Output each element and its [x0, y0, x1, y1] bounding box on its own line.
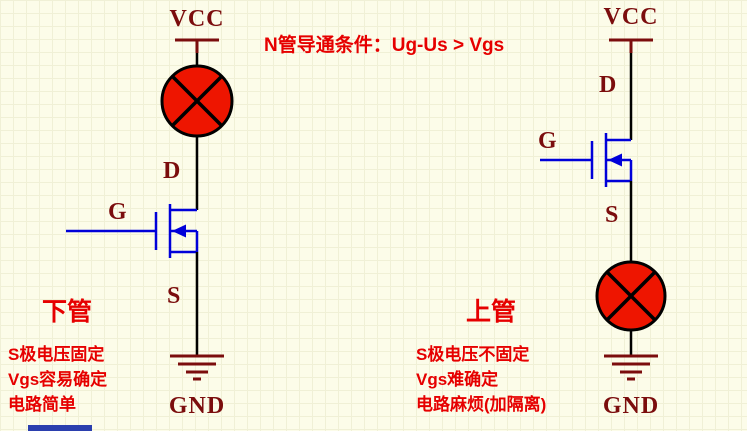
right-nmos-symbol-icon: [540, 133, 633, 187]
left-source-label: S: [167, 283, 181, 309]
left-drain-label: D: [163, 158, 181, 184]
left-note-2: Vgs容易确定: [8, 370, 108, 389]
left-vcc-label: VCC: [169, 6, 225, 32]
left-note-3: 电路简单: [8, 395, 76, 414]
left-gnd-symbol-icon: [170, 354, 224, 381]
conduction-condition-note: N管导通条件：Ug-Us > Vgs: [264, 35, 505, 56]
left-gnd-label: GND: [168, 393, 226, 419]
window-edge-fragment: [28, 425, 92, 431]
right-gnd-label: GND: [602, 393, 660, 419]
right-gnd-symbol-icon: [604, 354, 658, 381]
right-lamp-icon: [595, 260, 667, 332]
left-gate-label: G: [108, 199, 127, 225]
left-note-1: S极电压固定: [8, 345, 105, 364]
right-note-1: S极电压不固定: [416, 345, 530, 364]
right-drain-label: D: [599, 72, 617, 98]
right-note-2: Vgs难确定: [416, 370, 499, 389]
right-vcc-label: VCC: [603, 4, 659, 30]
right-vcc-power-port-icon: [609, 38, 653, 53]
left-lamp-icon: [160, 64, 234, 138]
right-circuit-title: 上管: [466, 298, 517, 326]
left-nmos-symbol-icon: [66, 204, 199, 258]
left-circuit-title: 下管: [42, 298, 93, 326]
left-vcc-power-port-icon: [175, 38, 219, 53]
right-note-3: 电路麻烦(加隔离): [416, 395, 547, 414]
right-source-label: S: [605, 202, 619, 228]
right-gate-label: G: [538, 128, 557, 154]
